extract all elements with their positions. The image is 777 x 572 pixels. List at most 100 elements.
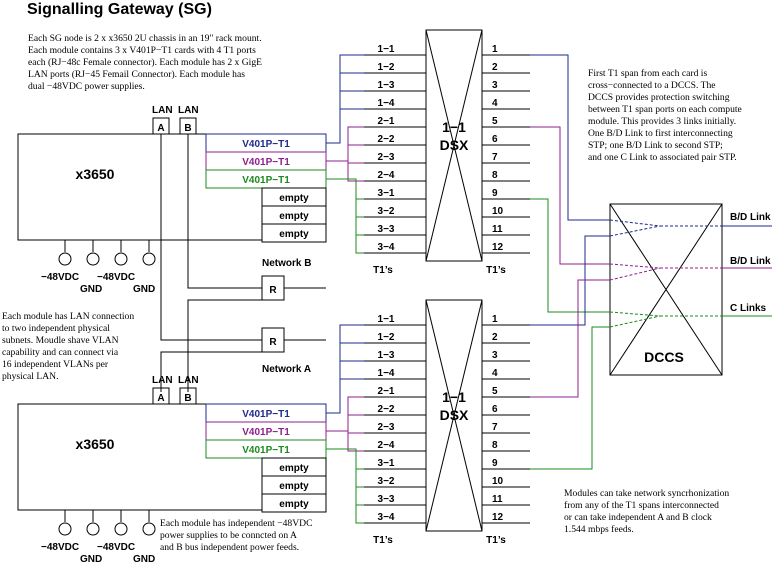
power-gnd-label: GND: [80, 284, 102, 295]
dsx-output-port-label: 2: [492, 332, 498, 343]
power-note-line: Each module has independent −48VDC: [160, 518, 312, 529]
dccs-path: [609, 315, 661, 328]
lan-port-b-label: B: [184, 123, 191, 134]
lan-label: LAN: [152, 105, 173, 116]
v401p-t1-card-label: V401P−T1: [242, 445, 290, 456]
lan-port-b-label: B: [184, 393, 191, 404]
dccs-path: [609, 219, 661, 227]
v401p-t1-card-label: V401P−T1: [242, 157, 290, 168]
dsx-output-port-label: 11: [492, 224, 503, 235]
dsx-input-port-label: 1−3: [378, 80, 395, 91]
empty-slot-label: empty: [279, 229, 309, 240]
t1s-label: T1’s: [486, 265, 506, 276]
dsx-cross: [425, 29, 483, 262]
dsx-input-port-label: 3−1: [378, 458, 395, 469]
router-b-label: R: [269, 285, 277, 296]
dsx-output-port-label: 2: [492, 62, 498, 73]
dsx-input-port-label: 2−2: [378, 404, 395, 415]
card-to-dsx-line: [326, 360, 364, 414]
lan-note: Each module has LAN connection to two in…: [2, 311, 134, 382]
dsx-to-dccs-line: [530, 326, 610, 470]
dccs-note-line: One B/D Link to first interconnecting: [588, 128, 733, 139]
dsx-output-port-label: 9: [492, 458, 498, 469]
dsx-input-port-label: 3−3: [378, 494, 395, 505]
empty-slot-label: empty: [279, 193, 309, 204]
card-to-dsx-line: [326, 178, 364, 200]
power-terminal: [58, 252, 72, 266]
dsx-input-port-label: 3−2: [378, 206, 395, 217]
bd-link-label: B/D Link: [730, 212, 771, 223]
card-to-dsx-line: [326, 342, 364, 414]
lan-note-line: 16 independent VLANs per: [2, 359, 109, 370]
dsx-output-port-label: 4: [492, 368, 498, 379]
page-title: Signalling Gateway (SG): [27, 1, 212, 18]
card-to-dsx-line: [326, 448, 364, 524]
card-to-dsx-line: [326, 414, 364, 432]
empty-slot: [261, 493, 327, 513]
power-gnd-label: GND: [133, 554, 155, 565]
dsx-input-port-label: 2−3: [378, 422, 395, 433]
sync-note-line: or can take independent A and B clock: [564, 512, 712, 523]
dsx-output-port-label: 1: [492, 44, 498, 55]
dsx-output-port-label: 8: [492, 440, 498, 451]
dccs-path: [609, 225, 661, 237]
power-gnd-label: GND: [80, 554, 102, 565]
bd-link-label: B/D Link: [730, 256, 771, 267]
intro-note-line: LAN ports (RJ−45 Femail Connector). Each…: [28, 69, 245, 80]
dsx-output-port-label: 4: [492, 98, 498, 109]
lan-note-line: physical LAN.: [2, 371, 59, 382]
dsx-input-port-label: 2−3: [378, 152, 395, 163]
lan-port-a-label: A: [157, 123, 164, 134]
power-gnd-label: GND: [133, 284, 155, 295]
lan-a-connector: [160, 351, 262, 392]
power-48vdc-label: −48VDC: [97, 272, 135, 283]
card-to-dsx-line: [326, 448, 364, 506]
intro-note: Each SG node is 2 x x3650 2U chassis in …: [28, 33, 262, 92]
dccs-note-line: between T1 span ports on each compute: [588, 104, 742, 115]
t1s-label: T1’s: [373, 265, 393, 276]
v401p-t1-card-label: V401P−T1: [242, 175, 290, 186]
dsx-output-port-label: 1: [492, 314, 498, 325]
card-to-dsx-line: [326, 178, 364, 218]
lan-port-a-label: A: [157, 393, 164, 404]
card-to-dsx-line: [326, 324, 364, 414]
dsx-output-port-label: 6: [492, 134, 498, 145]
lan-note-line: capability and can connect via: [2, 347, 119, 358]
dccs-note: First T1 span from each card is cross−co…: [588, 68, 742, 163]
dccs-note-line: module. This provides 3 links initially.: [588, 116, 736, 127]
dsx-output-port-label: 12: [492, 512, 504, 523]
dsx-input-port-label: 1−1: [378, 44, 395, 55]
intro-note-line: dual −48VDC power supplies.: [28, 81, 145, 92]
v401p-t1-card-label: V401P−T1: [242, 427, 290, 438]
power-48vdc-label: −48VDC: [41, 542, 79, 553]
dsx-label: DSX: [440, 407, 469, 423]
dsx-input-port-label: 1−2: [378, 62, 395, 73]
power-note: Each module has independent −48VDC power…: [160, 518, 312, 553]
t1s-label: T1’s: [373, 535, 393, 546]
network-a-label: Network A: [262, 364, 311, 375]
dsx-output-port-label: 3: [492, 80, 498, 91]
intro-note-line: Each module contains 3 x V401P−T1 cards …: [28, 45, 256, 56]
dsx-output-port-label: 7: [492, 152, 498, 163]
power-terminal: [142, 252, 156, 266]
empty-slot-label: empty: [279, 499, 309, 510]
dsx-output-port-label: 12: [492, 242, 504, 253]
lan-b-connector: [187, 299, 262, 392]
sync-note-line: Modules can take network syncrhonization: [564, 488, 729, 499]
power-terminal: [58, 522, 72, 536]
power-note-line: and B bus independent power feeds.: [160, 542, 299, 553]
power-terminal: [114, 252, 128, 266]
power-note-line: power supplies to be conncted on A: [160, 530, 297, 541]
empty-slot-label: empty: [279, 463, 309, 474]
card-to-dsx-line: [326, 448, 364, 470]
dsx-output-port-label: 3: [492, 350, 498, 361]
dccs-note-line: cross−connected to a DCCS. The: [588, 80, 716, 91]
lan-note-line: to two independent physical: [2, 323, 110, 334]
card-to-dsx-line: [326, 54, 364, 144]
empty-slot-label: empty: [279, 481, 309, 492]
dccs-note-line: and one C Link to associated pair STP.: [588, 152, 737, 163]
dsx-input-port-label: 2−4: [378, 170, 395, 181]
card-to-dsx-line: [326, 430, 364, 452]
